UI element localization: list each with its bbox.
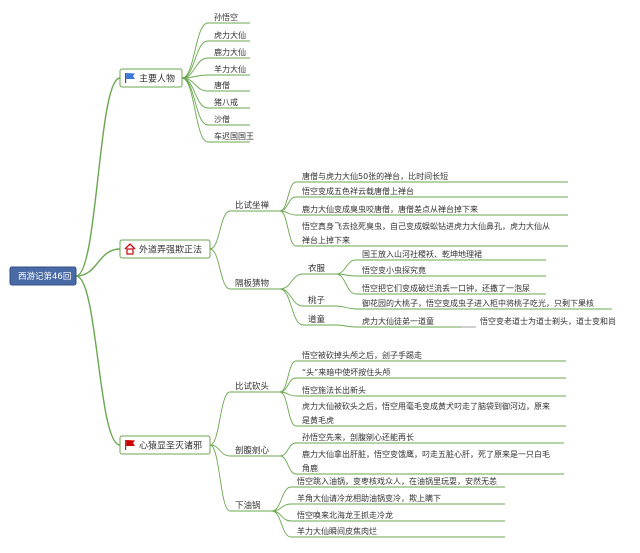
item-connector [279,196,297,212]
tail-label: 悟空变老道士为道士剃头，道士变和尚 [480,316,616,326]
item-connector [279,210,297,247]
subtopic-label: 剖腹剜心 [235,445,270,456]
item-connector [335,324,357,328]
item-label: 御花园的大桃子，悟空变成虫子进入柜中将桃子吃光，只剩下果核 [362,298,594,308]
flag-cloth [126,440,135,446]
root-node-label: 西游记第46回 [18,271,71,282]
flag-cloth [126,73,135,79]
item-connector [279,377,297,393]
item-label: 悟空真身飞去捻死臭虫，自己变成蜈蚣钻进虎力大仙鼻孔，虎力大仙从 [302,221,550,231]
item-label: 悟空唤来北海龙王抓走冷龙 [297,510,393,520]
item-connector [271,510,292,538]
root-to-branch-connector [75,77,121,277]
item-label: “头”来暗中使坏按住头颅 [302,367,390,377]
root-to-branch-connector [75,275,121,446]
character-connector [181,57,209,79]
character-label: 车迟国国王 [214,131,254,141]
item-label: 羊角大仙请冷龙相助油锅变冷，欺上瞒下 [297,493,441,503]
item-connector [335,259,357,275]
item-label: 角鹿 [302,463,318,473]
item-label: 孙悟空先来，剖腹剜心还能再长 [302,432,414,442]
item-label: 羊力大仙瞬间皮焦肉烂 [297,526,377,536]
subtopic-connector [209,391,231,446]
subtopic-label: 下油锅 [235,500,261,511]
branch-node-box [119,239,211,259]
item-label: 悟空施法长出新头 [302,385,366,395]
flag-icon [125,73,135,83]
flag-pole [125,73,127,83]
character-label: 鹿力大仙 [214,47,246,57]
branch-node-box [119,435,211,455]
root-node-box [9,266,77,286]
category-label: 桃子 [308,295,326,306]
subtopic-connector [209,210,231,250]
character-connector [181,22,209,79]
item-connector [271,510,292,522]
item-label: 悟空变成五色祥云载唐僧上禅台 [302,186,414,196]
item-connector [279,391,297,427]
character-connector [181,40,209,79]
item-label: 虎力大仙徒弟一道童 [362,316,434,326]
character-label: 虎力大仙 [214,30,246,40]
item-label: 悟空被砍掉头颅之后，刽子手踢走 [302,350,422,360]
item-label: 虎力大仙被砍头之后，悟空用毫毛变成黄犬叼走了脑袋到御河边，原来 [302,401,550,411]
item-connector [335,273,357,295]
house-body [126,248,134,255]
subtopic-connector [209,444,231,457]
branch-label: 心猿显圣灭诸邪 [139,440,202,452]
character-label: 沙僧 [214,114,230,124]
house-icon [124,243,136,255]
branch-node-box [119,68,183,88]
item-connector [279,181,297,212]
item-label: 唐僧与虎力大仙50张的禅台，比时间长短 [302,171,448,181]
house-roof [124,243,136,250]
item-connector [279,455,297,475]
item-connector [279,210,297,216]
character-label: 唐僧 [214,80,230,90]
character-connector [181,77,209,143]
branch-label: 外道弄强欺正法 [139,244,202,256]
item-label: 悟空把它们变成破烂流丢一口钟，还撒了一泡尿 [362,283,530,293]
subtopic-connector [209,248,231,290]
item-label: 是黄毛虎 [302,415,334,425]
category-connector [279,288,304,326]
character-connector [181,77,209,109]
item-label: 悟空变小虫探究竟 [362,265,426,275]
character-label: 羊力大仙 [214,64,246,74]
character-label: 猪八戒 [214,97,238,107]
flag-icon [125,440,135,450]
subtopic-connector [209,444,231,512]
subtopic-label: 比试坐禅 [235,200,270,211]
category-label: 衣服 [308,263,326,274]
connector-lines [75,22,612,538]
item-connector [271,486,292,512]
subtopic-label: 隔板猜物 [235,278,270,289]
branch-label: 主要人物 [139,73,175,85]
item-label: 鹿力大仙变成臭虫咬唐僧，唐僧差点从禅台掉下来 [302,204,478,214]
item-label: 禅台上掉下来 [302,235,350,245]
category-connector [279,273,304,290]
flag-pole [125,440,127,450]
item-label: 悟空跳入油锅，变枣核戏众人，在油锅里玩耍，安然无恙 [297,476,497,486]
category-connector [279,288,304,307]
item-connector [279,360,297,393]
character-label: 孙悟空 [214,12,238,22]
item-connector [279,442,297,457]
subtopic-label: 比试砍头 [235,381,270,392]
item-label: 鹿力大仙拿出肝脏，悟空变饿鹰，叼走五脏心肝，死了原来是一只白毛 [302,449,550,459]
item-label: 国王放入山河社稷袄、乾坤地理裙 [362,249,482,259]
item-connector [335,305,357,310]
category-label: 道童 [308,314,326,325]
root-to-branch-connector [75,248,121,277]
